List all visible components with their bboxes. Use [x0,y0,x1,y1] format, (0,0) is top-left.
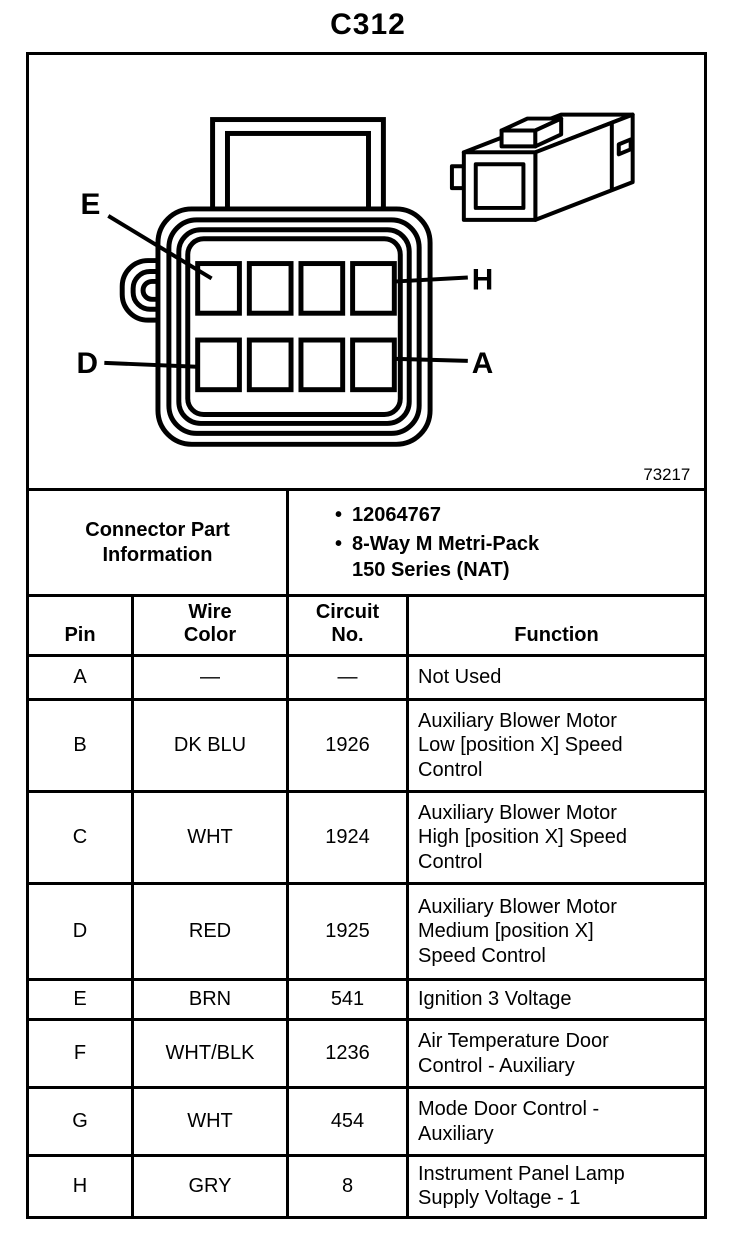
table-row: G WHT 454 Mode Door Control - Auxiliary [26,1086,708,1157]
connector-series: 8-Way M Metri-Pack 150 Series (NAT) [352,533,540,581]
circuit-no-cell: — [286,654,409,701]
list-item: • 8-Way M Metri-Pack 150 Series (NAT) [335,531,694,583]
connector-diagram-cell: E H D A [25,52,708,491]
connector-id-title: C312 [330,8,406,41]
circuit-no-cell: 541 [286,978,409,1021]
function-cell: Not Used [405,654,708,701]
connector-part-info-header: Connector Part Information [26,488,289,597]
table-row: F WHT/BLK 1236 Air Temperature Door Cont… [26,1018,708,1089]
connector-info-row: Connector Part Information • 12064767 • … [26,488,708,597]
wire-color-cell: WHT [131,1086,289,1157]
header-circuit-no: Circuit No. [286,594,409,657]
function-cell: Instrument Panel Lamp Supply Voltage - 1 [405,1154,708,1219]
pin-cell: H [26,1154,134,1219]
wire-color-cell: RED [131,882,289,981]
function-cell: Auxiliary Blower Motor High [position X]… [405,790,708,885]
bullet-icon: • [335,504,343,526]
pin-cell: D [26,882,134,981]
pin-cell: E [26,978,134,1021]
table-row: B DK BLU 1926 Auxiliary Blower Motor Low… [26,698,708,793]
table-row: E BRN 541 Ignition 3 Voltage [26,978,708,1021]
pin-cell: F [26,1018,134,1089]
leader-lines [104,214,468,369]
list-item: • 12064767 [335,502,694,528]
wire-color-cell: WHT/BLK [131,1018,289,1089]
bullet-icon: • [335,533,343,555]
circuit-no-cell: 1926 [286,698,409,793]
function-cell: Auxiliary Blower Motor Low [position X] … [405,698,708,793]
function-cell: Air Temperature Door Control - Auxiliary [405,1018,708,1089]
table-row: A — — Not Used [26,654,708,701]
wire-color-cell: WHT [131,790,289,885]
wire-color-cell: — [131,654,289,701]
connector-part-info-cell: • 12064767 • 8-Way M Metri-Pack 150 Seri… [285,488,708,597]
connector-face-diagram: E H D A [77,112,690,484]
pin-cavities [195,261,397,393]
connector-part-list: • 12064767 • 8-Way M Metri-Pack 150 Seri… [335,502,694,583]
table-header-row: Pin Wire Color Circuit No. Function [26,594,708,657]
figure-number: 73217 [643,465,690,484]
pin-cell: A [26,654,134,701]
connector-pinout-table: E H D A [25,52,708,1219]
pin-label-e: E [80,188,100,221]
pin-cell: C [26,790,134,885]
table-row: D RED 1925 Auxiliary Blower Motor Medium… [26,882,708,981]
circuit-no-cell: 1924 [286,790,409,885]
wire-color-cell: DK BLU [131,698,289,793]
latch-tab [210,117,386,222]
header-wire-color: Wire Color [131,594,289,657]
function-cell: Auxiliary Blower Motor Medium [position … [405,882,708,981]
diagram-row: E H D A [25,52,708,491]
pin-cell: B [26,698,134,793]
wire-color-cell: GRY [131,1154,289,1219]
pin-label-d: D [77,347,99,380]
circuit-no-cell: 454 [286,1086,409,1157]
wire-color-cell: BRN [131,978,289,1021]
header-function: Function [405,594,708,657]
circuit-no-cell: 1925 [286,882,409,981]
circuit-no-cell: 1236 [286,1018,409,1089]
table-row: H GRY 8 Instrument Panel Lamp Supply Vol… [26,1154,708,1219]
header-pin: Pin [26,594,134,657]
table-row: C WHT 1924 Auxiliary Blower Motor High [… [26,790,708,885]
circuit-no-cell: 8 [286,1154,409,1219]
connector-3d-view [449,112,635,222]
function-cell: Ignition 3 Voltage [405,978,708,1021]
function-cell: Mode Door Control - Auxiliary [405,1086,708,1157]
pin-label-a: A [472,347,494,380]
connector-body-outline [155,206,433,447]
part-number: 12064767 [352,504,441,526]
pin-label-h: H [472,263,494,296]
pin-cell: G [26,1086,134,1157]
